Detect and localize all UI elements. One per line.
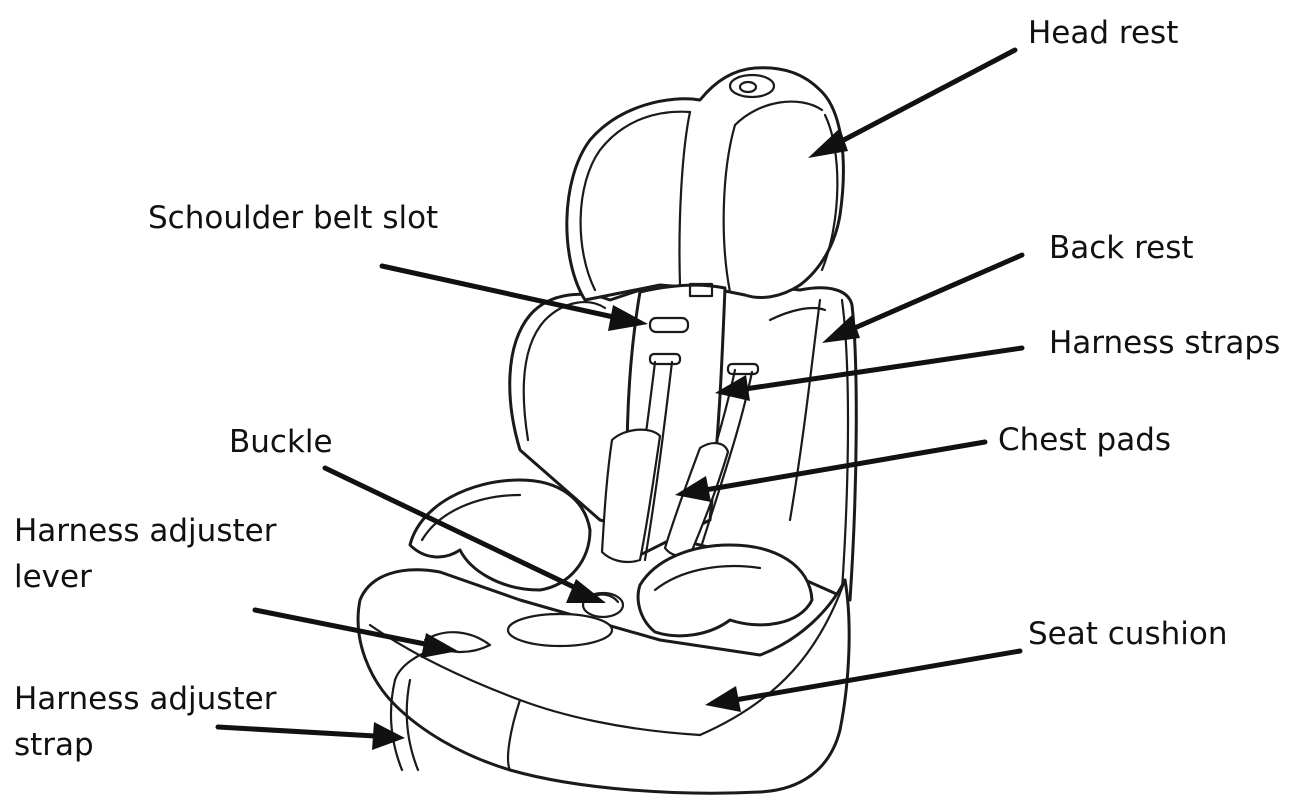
seat-cushion-arrowhead bbox=[705, 686, 741, 712]
head-rest-arrowhead bbox=[808, 128, 848, 158]
label-harness-adjuster-strap-line2: strap bbox=[14, 727, 94, 763]
chest-pads-arrow bbox=[702, 439, 988, 493]
harness-adjuster-lever-arrow bbox=[252, 607, 433, 648]
label-harness-adjuster-strap-line1: Harness adjuster bbox=[14, 681, 277, 717]
buckle-arrow bbox=[322, 465, 583, 593]
harness-straps-arrow bbox=[742, 345, 1025, 392]
label-harness-adjuster-lever-line1: Harness adjuster bbox=[14, 513, 277, 549]
label-harness-straps: Harness straps bbox=[1049, 325, 1281, 361]
shoulder-belt-slot-arrowhead bbox=[608, 305, 648, 331]
label-head-rest: Head rest bbox=[1028, 15, 1179, 51]
label-shoulder-belt-slot: Schoulder belt slot bbox=[148, 200, 439, 236]
callout-arrows bbox=[215, 47, 1025, 750]
side-wings bbox=[408, 478, 814, 638]
shoulder-belt-slot-arrow bbox=[379, 263, 621, 321]
label-back-rest: Back rest bbox=[1049, 230, 1194, 266]
harness-adjuster-strap-arrow bbox=[215, 724, 378, 739]
label-buckle: Buckle bbox=[229, 424, 333, 460]
label-harness-adjuster-lever-line2: lever bbox=[14, 559, 92, 595]
harness-adjuster-lever-arrowhead bbox=[421, 633, 458, 658]
head-rest-arrow bbox=[835, 47, 1018, 146]
back-rest-arrow bbox=[847, 252, 1025, 333]
harness-adjuster-strap-arrowhead bbox=[372, 722, 405, 750]
harness-straps-arrowhead bbox=[715, 375, 750, 401]
buckle-arrowhead bbox=[566, 579, 606, 603]
back-rest-arrowhead bbox=[822, 315, 860, 343]
label-chest-pads: Chest pads bbox=[998, 422, 1172, 458]
head-rest-shape bbox=[565, 66, 845, 302]
chest-pads-arrowhead bbox=[675, 476, 711, 502]
seat-cushion-arrow bbox=[732, 648, 1023, 703]
seat-base bbox=[356, 568, 851, 795]
label-seat-cushion: Seat cushion bbox=[1028, 616, 1228, 652]
